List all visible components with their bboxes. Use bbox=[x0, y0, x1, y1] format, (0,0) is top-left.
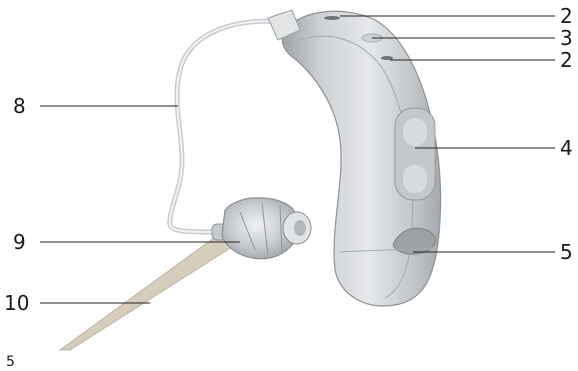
callout-label-8: 8 bbox=[13, 94, 26, 118]
callout-label-4: 4 bbox=[560, 136, 573, 160]
callout-label-3: 3 bbox=[560, 26, 573, 50]
callout-label-2-top: 2 bbox=[560, 4, 573, 28]
callout-label-2-bottom: 2 bbox=[560, 48, 573, 72]
callout-label-5: 5 bbox=[560, 240, 573, 264]
microphone-opening-top bbox=[324, 16, 340, 20]
callout-label-9: 9 bbox=[13, 230, 26, 254]
microphone-opening-bottom bbox=[381, 56, 393, 60]
page-number: 5 bbox=[6, 354, 15, 370]
cable-shape bbox=[60, 232, 235, 350]
callout-label-10: 10 bbox=[4, 291, 29, 315]
